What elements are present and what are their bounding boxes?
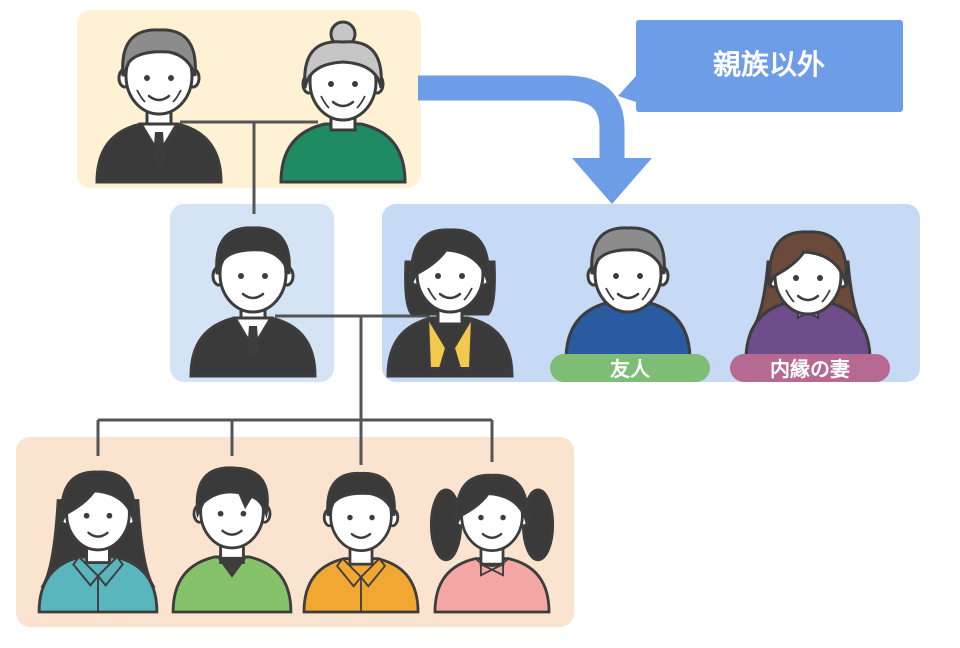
common-law-wife-label-text: 内縁の妻 — [770, 357, 850, 381]
woman-icon — [744, 230, 872, 362]
arrow-head-icon — [572, 158, 652, 204]
friend-label — [550, 354, 710, 382]
man-icon — [189, 226, 317, 378]
mother-avatar — [386, 228, 514, 378]
common-law-wife-avatar — [744, 230, 872, 362]
child-4-avatar — [429, 473, 555, 614]
curved-arrow — [418, 75, 625, 160]
child-1-avatar — [37, 470, 159, 614]
grandmother-avatar — [279, 20, 407, 184]
boy-icon — [302, 471, 420, 614]
friend-avatar — [564, 226, 692, 362]
child-2-avatar — [171, 466, 293, 614]
father-avatar — [189, 226, 317, 378]
woman-icon — [386, 228, 514, 378]
non-relatives-callout-text: 親族以外 — [713, 48, 825, 81]
grandfather-avatar — [95, 28, 223, 184]
girl-pigtails-icon — [429, 473, 555, 614]
child-3-avatar — [302, 471, 420, 614]
connector-lines — [96, 120, 494, 465]
older-man-icon — [564, 226, 692, 362]
girl-icon — [37, 470, 159, 614]
common-law-wife-label — [730, 354, 890, 382]
callout-tail — [618, 76, 636, 102]
non-relatives-callout — [636, 20, 903, 112]
children-panel — [16, 437, 574, 627]
friend-label-text: 友人 — [610, 357, 651, 381]
boy-icon — [171, 466, 293, 614]
elderly-woman-icon — [279, 20, 407, 184]
elderly-man-icon — [95, 28, 223, 184]
